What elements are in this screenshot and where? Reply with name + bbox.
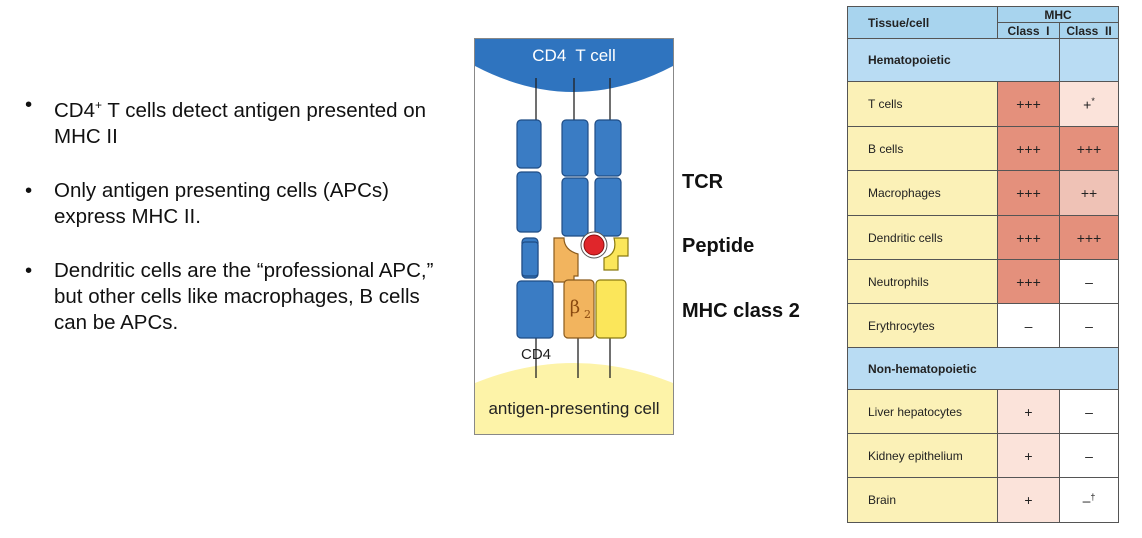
t-cell-label: CD4 T cell xyxy=(532,46,615,65)
diagram-svg: CD4 T cell antigen-presenting cell CD4 xyxy=(474,38,674,435)
class2-value: – xyxy=(1059,303,1119,348)
table-subheader-row: Class I Class II xyxy=(848,22,1119,39)
peptide-icon xyxy=(583,234,605,256)
footnote-mark: * xyxy=(1091,95,1095,106)
bullet-item: • CD4+ T cells detect antigen presented … xyxy=(22,92,452,150)
bullet-item: • Only antigen presenting cells (APCs) e… xyxy=(22,178,452,230)
mhc-class-2-label: MHC class 2 xyxy=(682,300,800,322)
bullet-dot-icon: • xyxy=(25,258,33,282)
class2-value: – xyxy=(1059,389,1119,434)
mhc-alpha-chain xyxy=(595,237,629,339)
tcr-molecule xyxy=(561,119,622,237)
bullet-text: Only antigen presenting cells (APCs) exp… xyxy=(54,178,389,228)
table-row: Brain + –† xyxy=(847,477,1119,523)
section-row: Non-hematopoietic xyxy=(847,347,1119,390)
bullet-text: Dendritic cells are the “professional AP… xyxy=(54,258,434,334)
class2-value: +++ xyxy=(1059,126,1119,171)
class1-value: +++ xyxy=(997,215,1060,260)
tcr-label: TCR xyxy=(682,171,724,193)
table-row: T cells +++ +* xyxy=(847,81,1119,127)
tissue-cell: Brain xyxy=(847,477,998,523)
mhc-expression-table: Tissue/cell MHC Class I Class II Hematop… xyxy=(847,6,1119,523)
table-row: Neutrophils +++ – xyxy=(847,259,1119,304)
class2-value: –† xyxy=(1059,477,1119,523)
section-title: Hematopoietic xyxy=(847,38,1060,82)
table-row: B cells +++ +++ xyxy=(847,126,1119,171)
apc-label: antigen-presenting cell xyxy=(488,399,659,418)
class1-value: + xyxy=(997,433,1060,478)
beta2-label: β xyxy=(570,297,580,318)
section-title: Non-hematopoietic xyxy=(847,347,1119,390)
tissue-cell: Liver hepatocytes xyxy=(847,389,998,434)
apc-membrane xyxy=(475,363,673,434)
class1-value: +++ xyxy=(997,81,1060,127)
header-tissue-cell: Tissue/cell xyxy=(847,6,998,39)
class1-value: +++ xyxy=(997,126,1060,171)
t-cell-membrane xyxy=(475,39,673,92)
class1-value: +++ xyxy=(997,170,1060,216)
tissue-cell: B cells xyxy=(847,126,998,171)
class1-value: + xyxy=(997,477,1060,523)
header-class-1: Class I xyxy=(997,22,1060,39)
class2-value: – xyxy=(1059,433,1119,478)
table-header-row: Tissue/cell MHC xyxy=(847,6,1119,39)
class1-value: – xyxy=(997,303,1060,348)
bullet-text: CD4+ T cells detect antigen presented on… xyxy=(54,98,427,148)
table-row: Macrophages +++ ++ xyxy=(847,170,1119,216)
bullet-dot-icon: • xyxy=(25,178,33,202)
tissue-cell: T cells xyxy=(847,81,998,127)
header-mhc: MHC xyxy=(997,6,1119,23)
footnote-mark: † xyxy=(1090,491,1096,502)
class1-value: + xyxy=(997,389,1060,434)
class2-value: +++ xyxy=(1059,215,1119,260)
section-row: Hematopoietic xyxy=(847,38,1119,82)
cd4-molecule xyxy=(516,119,554,339)
tissue-cell: Macrophages xyxy=(847,170,998,216)
tissue-cell: Erythrocytes xyxy=(847,303,998,348)
table-row: Dendritic cells +++ +++ xyxy=(847,215,1119,260)
table-row: Liver hepatocytes + – xyxy=(847,389,1119,434)
tissue-cell: Dendritic cells xyxy=(847,215,998,260)
bullet-list: • CD4+ T cells detect antigen presented … xyxy=(22,92,452,364)
peptide-label: Peptide xyxy=(682,235,755,257)
class1-value: +++ xyxy=(997,259,1060,304)
mhc-beta-chain xyxy=(553,237,595,339)
class2-value: +* xyxy=(1059,81,1119,127)
cd4-label: CD4 xyxy=(521,346,551,363)
bullet-item: • Dendritic cells are the “professional … xyxy=(22,258,452,336)
class2-value: ++ xyxy=(1059,170,1119,216)
table-row: Kidney epithelium + – xyxy=(847,433,1119,478)
tissue-cell: Neutrophils xyxy=(847,259,998,304)
bullet-dot-icon: • xyxy=(25,93,33,116)
class2-value: – xyxy=(1059,259,1119,304)
beta2-subscript: 2 xyxy=(584,308,591,321)
table-row: Erythrocytes – – xyxy=(847,303,1119,348)
tcr-mhc-diagram: CD4 T cell antigen-presenting cell CD4 xyxy=(474,38,674,435)
header-class-2: Class II xyxy=(1059,22,1119,39)
tissue-cell: Kidney epithelium xyxy=(847,433,998,478)
